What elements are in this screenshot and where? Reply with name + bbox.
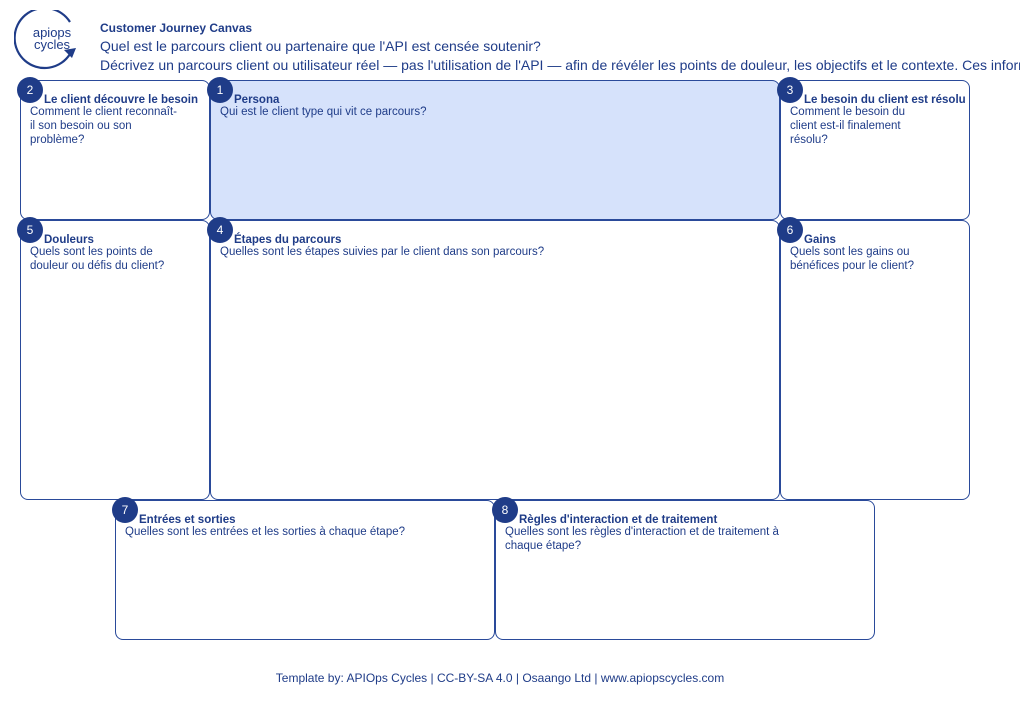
question-need-resolved: Comment le besoin du client est-il final… bbox=[790, 106, 906, 146]
badge-gains: 6 bbox=[777, 217, 803, 243]
badge-inputs-outputs: 7 bbox=[112, 497, 138, 523]
question-inputs-outputs: Quelles sont les entrées et les sorties … bbox=[125, 526, 406, 538]
badge-pains: 5 bbox=[17, 217, 43, 243]
title-rules: Règles d'interaction et de traitement bbox=[519, 514, 718, 526]
cycle-arrow-icon bbox=[14, 10, 76, 70]
box-inputs-outputs[interactable] bbox=[115, 500, 495, 640]
box-need-resolved[interactable] bbox=[780, 80, 970, 220]
footer-credits: Template by: APIOps Cycles | CC-BY-SA 4.… bbox=[275, 671, 725, 685]
title-pains: Douleurs bbox=[44, 234, 94, 246]
question-rules: Quelles sont les règles d'interaction et… bbox=[505, 526, 779, 552]
canvas-title: Customer Journey Canvas bbox=[100, 21, 253, 35]
title-journey-steps: Étapes du parcours bbox=[234, 234, 342, 246]
badge-rules: 8 bbox=[492, 497, 518, 523]
title-inputs-outputs: Entrées et sorties bbox=[139, 514, 236, 526]
badge-need-discovered: 2 bbox=[17, 77, 43, 103]
title-persona: Persona bbox=[234, 94, 280, 106]
badge-journey-steps: 4 bbox=[207, 217, 233, 243]
box-journey-steps[interactable] bbox=[210, 220, 780, 500]
logo-text: apiops cycles bbox=[32, 25, 72, 52]
title-gains: Gains bbox=[804, 234, 836, 246]
question-journey-steps: Quelles sont les étapes suivies par le c… bbox=[220, 246, 545, 258]
title-need-resolved: Le besoin du client est résolu bbox=[804, 94, 966, 106]
canvas-description: Décrivez un parcours client ou utilisate… bbox=[100, 57, 1020, 73]
question-persona: Qui est le client type qui vit ce parcou… bbox=[220, 106, 427, 118]
badge-need-resolved: 3 bbox=[777, 77, 803, 103]
box-rules[interactable] bbox=[495, 500, 875, 640]
question-need-discovered: Comment le client reconnaît-il son besoi… bbox=[30, 106, 178, 146]
box-pains[interactable] bbox=[20, 220, 210, 500]
box-need-discovered[interactable] bbox=[20, 80, 210, 220]
box-persona[interactable] bbox=[210, 80, 780, 220]
question-pains: Quels sont les points de douleur ou défi… bbox=[30, 246, 165, 272]
title-need-discovered: Le client découvre le besoin bbox=[44, 94, 199, 106]
canvas-subtitle: Quel est le parcours client ou partenair… bbox=[100, 38, 541, 54]
question-gains: Quels sont les gains ou bénéfices pour l… bbox=[790, 246, 915, 272]
apiops-cycles-logo: apiops cycles bbox=[14, 10, 82, 70]
box-gains[interactable] bbox=[780, 220, 970, 500]
badge-persona: 1 bbox=[207, 77, 233, 103]
